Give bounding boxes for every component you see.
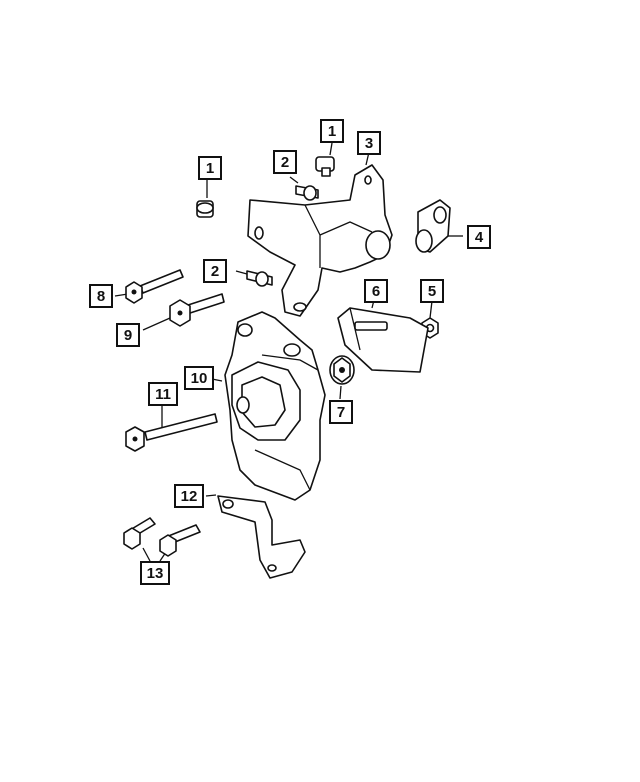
callout-part-2-top: 2 bbox=[273, 150, 297, 174]
callout-part-6: 6 bbox=[364, 279, 388, 303]
callout-part-11: 11 bbox=[148, 382, 178, 406]
callout-part-12: 12 bbox=[174, 484, 204, 508]
callout-part-13: 13 bbox=[140, 561, 170, 585]
part-12-brace bbox=[217, 495, 306, 579]
callout-part-2-mid: 2 bbox=[203, 259, 227, 283]
part-6-shield bbox=[337, 307, 429, 373]
callout-part-5: 5 bbox=[420, 279, 444, 303]
callout-part-9: 9 bbox=[116, 323, 140, 347]
callout-part-4: 4 bbox=[467, 225, 491, 249]
callout-part-1-left: 1 bbox=[198, 156, 222, 180]
part-4-isolator bbox=[415, 199, 451, 253]
callout-part-1-top: 1 bbox=[320, 119, 344, 143]
part-11-long-bolt bbox=[125, 413, 218, 452]
part-8-bolt bbox=[125, 269, 184, 304]
part-7-flange-nut bbox=[329, 355, 355, 385]
part-3-upper-bracket bbox=[247, 164, 393, 317]
part-2-stud-mid bbox=[246, 270, 273, 287]
part-10-engine-mount bbox=[224, 311, 326, 501]
part-1-bolt-left bbox=[196, 200, 214, 218]
callout-part-3: 3 bbox=[357, 131, 381, 155]
part-1-bolt-top bbox=[315, 156, 335, 177]
callout-part-10: 10 bbox=[184, 366, 214, 390]
callout-part-8: 8 bbox=[89, 284, 113, 308]
part-9-bolt bbox=[169, 293, 225, 327]
part-2-stud-top bbox=[295, 185, 319, 201]
part-13-bolts bbox=[123, 517, 201, 557]
callout-part-7: 7 bbox=[329, 400, 353, 424]
